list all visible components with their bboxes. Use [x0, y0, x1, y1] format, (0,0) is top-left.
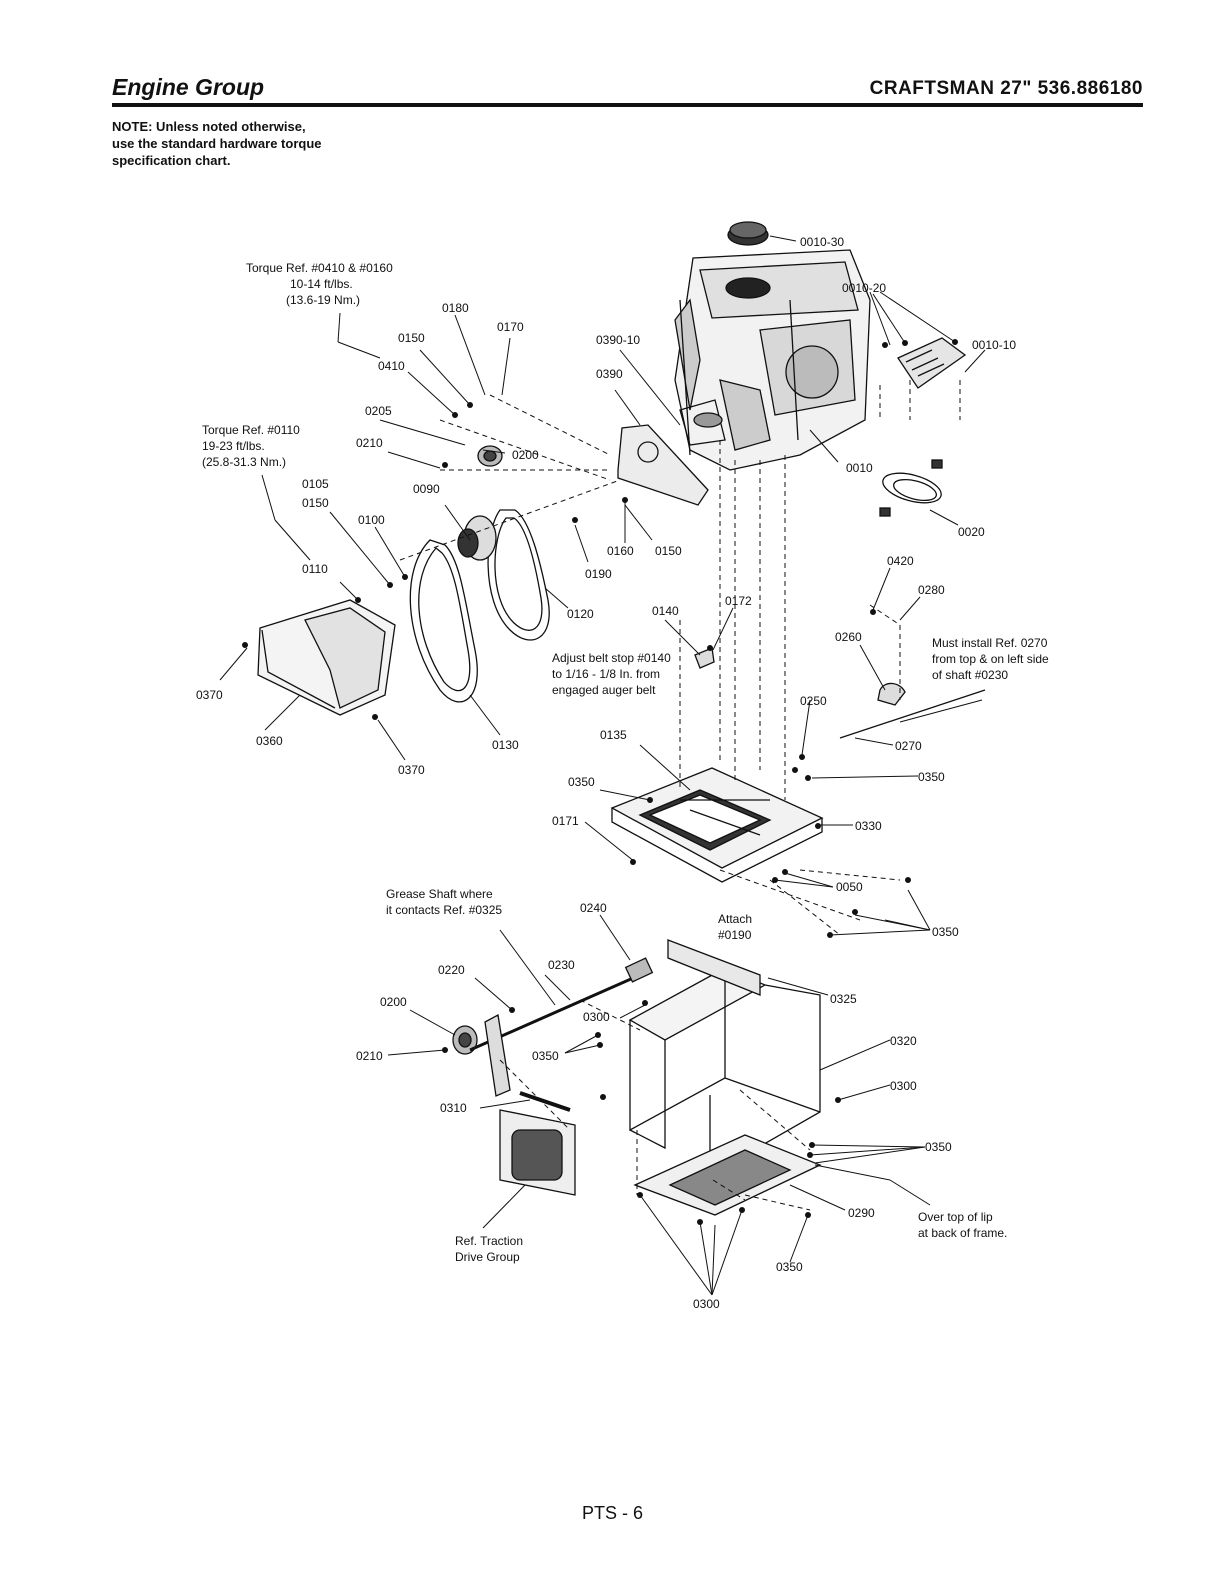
part-label: 0330 [855, 819, 882, 833]
part-label: 0250 [800, 694, 827, 708]
attach-note: Attach#0190 [718, 912, 752, 942]
part-label: 0190 [585, 567, 612, 581]
part-label: 0172 [725, 594, 752, 608]
part-label: 0300 [583, 1010, 610, 1024]
part-label: 0270 [895, 739, 922, 753]
shaft-illustration [469, 689, 986, 1097]
part-label: 0140 [652, 604, 679, 618]
part-label: 0171 [552, 814, 579, 828]
part-label: 0160 [607, 544, 634, 558]
part-label: 0220 [438, 963, 465, 977]
part-label: 0300 [693, 1297, 720, 1311]
part-label: 0350 [532, 1049, 559, 1063]
part-label: 0370 [398, 763, 425, 777]
part-label: 0205 [365, 404, 392, 418]
part-label: 0010-20 [842, 281, 886, 295]
lower-frame-illustration [628, 939, 822, 1216]
part-label: 0350 [918, 770, 945, 784]
part-label: 0230 [548, 958, 575, 972]
part-label: 0200 [512, 448, 539, 462]
header-rule [112, 103, 1143, 107]
part-label: 0320 [890, 1034, 917, 1048]
part-label: 0010-30 [800, 235, 844, 249]
part-label: 0180 [442, 301, 469, 315]
part-label: 0240 [580, 901, 607, 915]
part-label: 0110 [302, 562, 328, 576]
traction-drive-illustration [499, 1091, 576, 1196]
part-label: 0010 [846, 461, 873, 475]
part-label: 0370 [196, 688, 223, 702]
part-label: 0105 [302, 477, 329, 491]
part-label: 0100 [358, 513, 385, 527]
page-number: PTS - 6 [581, 1503, 643, 1523]
part-label: 0130 [492, 738, 519, 752]
part-label: 0310 [440, 1101, 467, 1115]
part-label: 0410 [378, 359, 405, 373]
engine-illustration [674, 221, 967, 471]
belt-stop-illustration [694, 647, 715, 669]
part-label: 0260 [835, 630, 862, 644]
part-label: 0420 [887, 554, 914, 568]
part-label: 0325 [830, 992, 857, 1006]
part-label: 0350 [776, 1260, 803, 1274]
part-label: 0350 [932, 925, 959, 939]
part-label: 0050 [836, 880, 863, 894]
part-label: 0390-10 [596, 333, 640, 347]
part-label: 0390 [596, 367, 623, 381]
part-label: 0300 [890, 1079, 917, 1093]
belt-cover-illustration [257, 599, 396, 716]
part-label: 0350 [568, 775, 595, 789]
wire-harness-illustration [879, 459, 943, 517]
part-label: 0200 [380, 995, 407, 1009]
page-title: Engine Group [112, 74, 265, 100]
part-label: 0280 [918, 583, 945, 597]
part-label: 0020 [958, 525, 985, 539]
part-label: 0210 [356, 436, 383, 450]
belt-guard-illustration [617, 424, 709, 506]
part-label: 0010-10 [972, 338, 1016, 352]
part-label: 0360 [256, 734, 283, 748]
part-label: 0150 [655, 544, 682, 558]
part-label: 0090 [413, 482, 440, 496]
part-label: 0135 [600, 728, 627, 742]
note-text: NOTE: Unless noted otherwise, use the st… [112, 119, 322, 168]
part-label: 0170 [497, 320, 524, 334]
upper-frame-illustration [610, 767, 824, 883]
belts-illustration [409, 509, 550, 703]
pulley-illustration [452, 445, 503, 1055]
part-label: 0150 [398, 331, 425, 345]
part-label: 0210 [356, 1049, 383, 1063]
part-label: 0290 [848, 1206, 875, 1220]
part-label: 0350 [925, 1140, 952, 1154]
model-number: CRAFTSMAN 27" 536.886180 [869, 78, 1143, 99]
part-label: 0150 [302, 496, 329, 510]
bracket-illustration [877, 682, 906, 706]
part-label: 0120 [567, 607, 594, 621]
